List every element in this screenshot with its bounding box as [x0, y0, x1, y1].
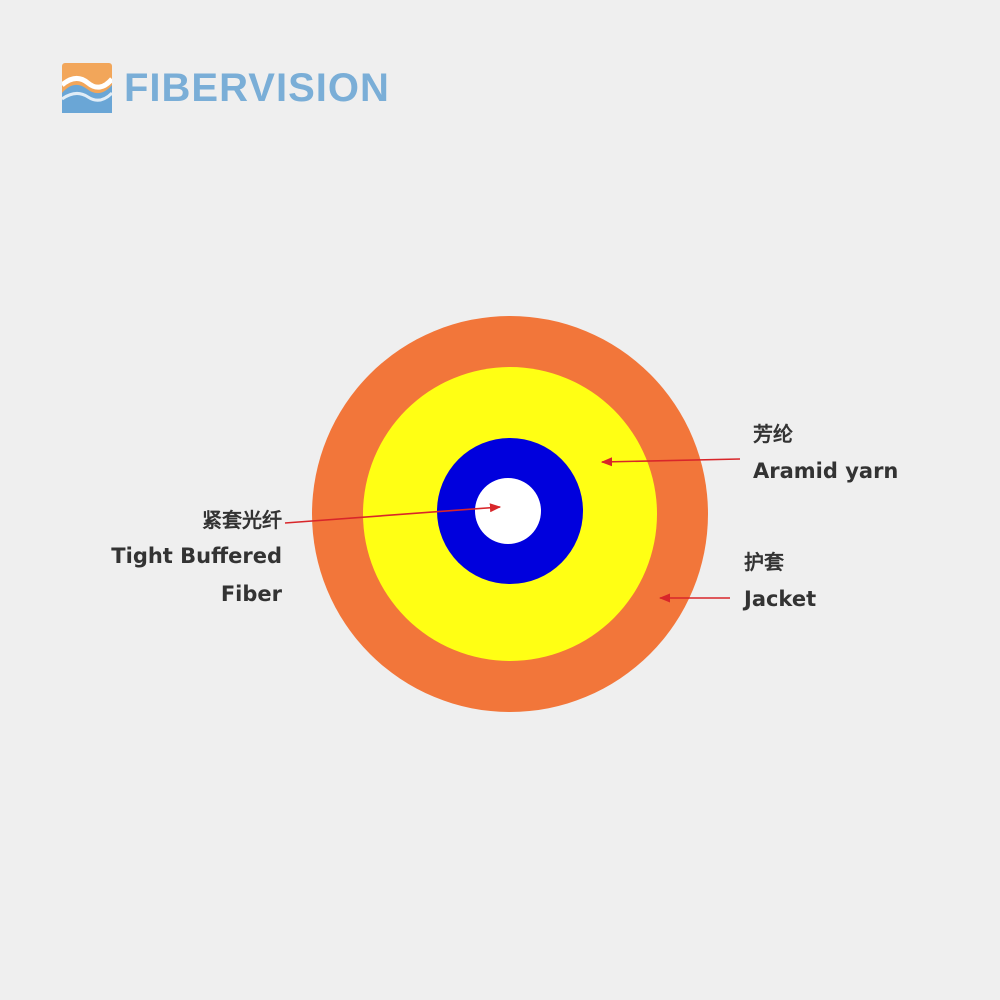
jacket-label-en: Jacket: [744, 587, 817, 611]
fiber-label-en-2: Fiber: [220, 582, 282, 606]
wave-logo-icon: [62, 63, 112, 113]
brand-name: FIBERVISION: [124, 66, 390, 110]
aramid-label-en: Aramid yarn: [753, 459, 899, 483]
jacket-label-cn: 护套: [744, 550, 784, 574]
aramid-label-cn: 芳纶: [753, 422, 793, 446]
fiber-arrow: [284, 503, 502, 524]
fiber-core: [475, 478, 541, 544]
aramid-arrow: [600, 457, 741, 467]
brand-logo: FIBERVISION: [62, 62, 390, 114]
fiber-label-cn: 紧套光纤: [202, 508, 282, 532]
fiber-label-en-1: Tight Buffered: [111, 544, 282, 568]
